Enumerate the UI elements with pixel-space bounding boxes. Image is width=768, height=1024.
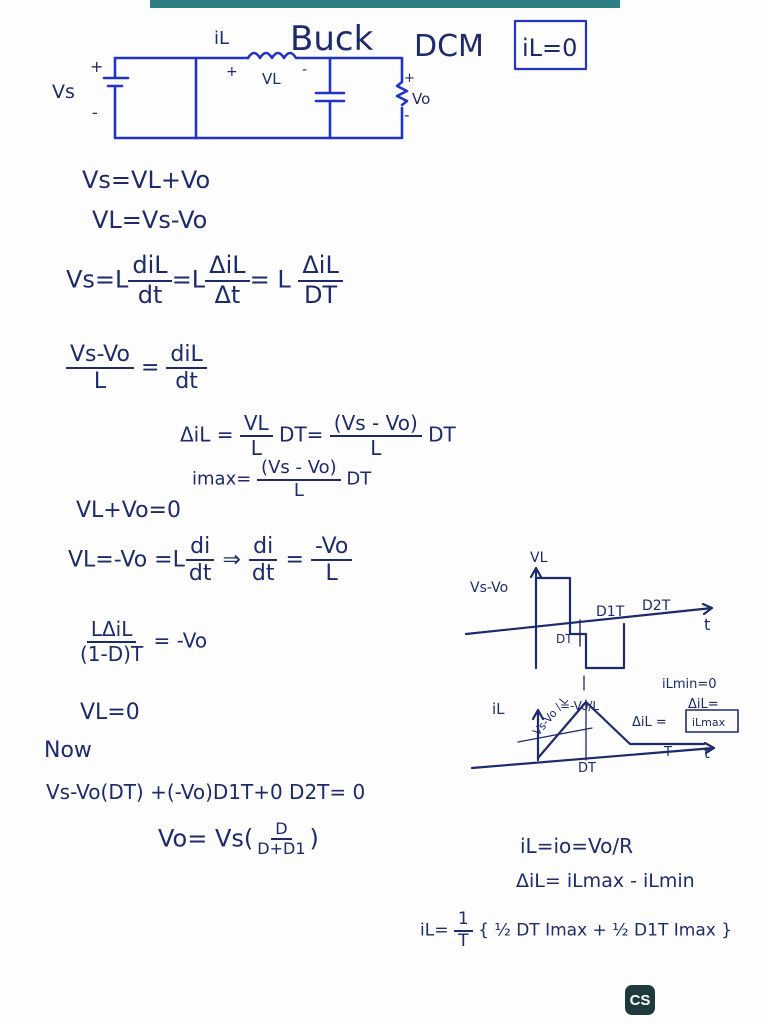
eq4-eq: =: [140, 355, 160, 381]
eq8-f2-num: di: [249, 534, 278, 562]
eq3-f3-num: ΔiL: [298, 251, 343, 282]
eq8-f1-den: dt: [188, 561, 212, 587]
eq3-f3-den: DT: [304, 280, 338, 309]
eq-vl: VL=Vs-Vo: [92, 206, 208, 234]
label-plus-vs: +: [90, 57, 103, 76]
label-minus-vo: -: [404, 106, 409, 124]
il-T-label: T: [663, 745, 672, 760]
eq6-num: (Vs - Vo): [257, 457, 341, 481]
title-dcm: DCM: [414, 29, 484, 64]
il-slope-label: =-Vo/L: [560, 699, 599, 713]
eq-volt-second: Vs-Vo(DT) +(-Vo)D1T+0 D2T= 0: [46, 780, 366, 804]
label-minus-l: -: [302, 62, 307, 78]
label-vo: Vo: [412, 90, 430, 108]
eq13-lhs: Vo= Vs(: [158, 824, 254, 853]
il-time-label: t: [704, 744, 710, 762]
il-slope-up: Vs-Vo / L: [531, 693, 572, 738]
il-note-delta: ΔiL=: [688, 697, 719, 712]
vl-level-label: Vs-Vo: [470, 580, 508, 596]
eq8-f1-num: di: [186, 534, 215, 562]
eq-delta-il-range: ΔiL= iLmax - iLmin: [516, 870, 695, 892]
label-plus-l: +: [226, 64, 238, 80]
eq9-rhs: = -Vo: [153, 628, 208, 653]
eq5-f1-den: L: [250, 436, 262, 460]
eq5-tail: DT: [428, 422, 456, 447]
eq8-arrow: ⇒: [222, 547, 241, 573]
eq13-num: D: [271, 819, 292, 841]
eq3-f2-num: ΔiL: [205, 251, 250, 282]
vl-seg-dt: DT: [556, 632, 573, 646]
eq-voltage-sum: Vs=VL+Vo: [82, 166, 211, 194]
eq6-lhs: imax=: [192, 468, 252, 490]
eq8-f3-num: -Vo: [310, 534, 353, 562]
label-vs: Vs: [52, 81, 75, 103]
vl-seg-d1t: D1T: [596, 604, 625, 620]
top-scan-band: [150, 0, 620, 8]
eq4-den: L: [93, 369, 107, 395]
eq3-f2-den: Δt: [214, 280, 241, 309]
title-buck: Buck: [290, 19, 374, 59]
eq-il-io: iL=io=Vo/R: [520, 834, 634, 858]
eq5-lhs: ΔiL =: [180, 422, 234, 447]
buck-circuit-diagram: + - Vs iL VL + - Vo + - Buck DCM iL=0: [52, 19, 588, 140]
eq3-eq2: = L: [249, 265, 291, 294]
eq-now: Now: [44, 738, 92, 763]
eq8-eq: =: [285, 547, 304, 573]
eq3-f1-num: diL: [128, 251, 172, 282]
eq6-den: L: [293, 479, 304, 501]
eq5-mid: DT=: [279, 422, 324, 447]
eq-vl-plus-vo: VL+Vo=0: [76, 498, 181, 523]
vl-seg-d2t: D2T: [642, 598, 671, 614]
eq16-body: { ½ DT Imax + ½ D1T Imax }: [478, 920, 733, 941]
eq8-f2-den: dt: [251, 561, 275, 587]
eq9-num: LΔiL: [86, 618, 137, 643]
eq16-num: 1: [453, 909, 473, 932]
eq5-f2-den: L: [370, 436, 382, 460]
eq3-f1-den: dt: [137, 280, 163, 309]
il-note-min: iLmin=0: [662, 677, 717, 692]
eq6-tail: DT: [346, 468, 372, 490]
eq5-f2-num: (Vs - Vo): [329, 412, 422, 437]
eq8-f3-den: L: [325, 561, 338, 587]
boxed-condition: iL=0: [522, 34, 577, 62]
vl-axis-label: VL: [530, 550, 548, 566]
label-minus-vs: -: [92, 103, 98, 122]
camscanner-logo: CS: [625, 985, 655, 1015]
il-axis-label: iL: [492, 700, 505, 718]
label-il-current: iL: [214, 28, 229, 49]
eq5-f1-num: VL: [239, 412, 273, 437]
eq-imax: imax= (Vs - Vo)L DT: [192, 457, 372, 501]
eq3-eq: =L: [171, 265, 206, 294]
eq13-close: ): [309, 824, 319, 853]
eq4-num: Vs-Vo: [66, 342, 134, 370]
eq-off-interval: LΔiL(1-D)T = -Vo: [76, 618, 207, 666]
il-note-box: iLmax: [692, 716, 726, 729]
label-vl: VL: [262, 70, 281, 88]
eq8-lhs: VL=-Vo =L: [68, 547, 185, 573]
eq4-rnum: diL: [166, 342, 207, 370]
eq3-lhs: Vs=L: [66, 265, 129, 294]
label-plus-vo: +: [404, 71, 415, 86]
eq16-lhs: iL=: [420, 920, 449, 941]
eq13-den: D+D1: [257, 839, 306, 859]
eq-vl-zero: VL=0: [80, 700, 140, 725]
eq4-rden: dt: [175, 369, 198, 395]
il-note-delta2: ΔiL =: [632, 715, 667, 730]
vl-time-label: t: [704, 615, 710, 634]
eq9-den: (1-D)T: [80, 642, 144, 666]
il-t-label: DT: [578, 761, 596, 776]
eq16-den: T: [458, 930, 469, 951]
